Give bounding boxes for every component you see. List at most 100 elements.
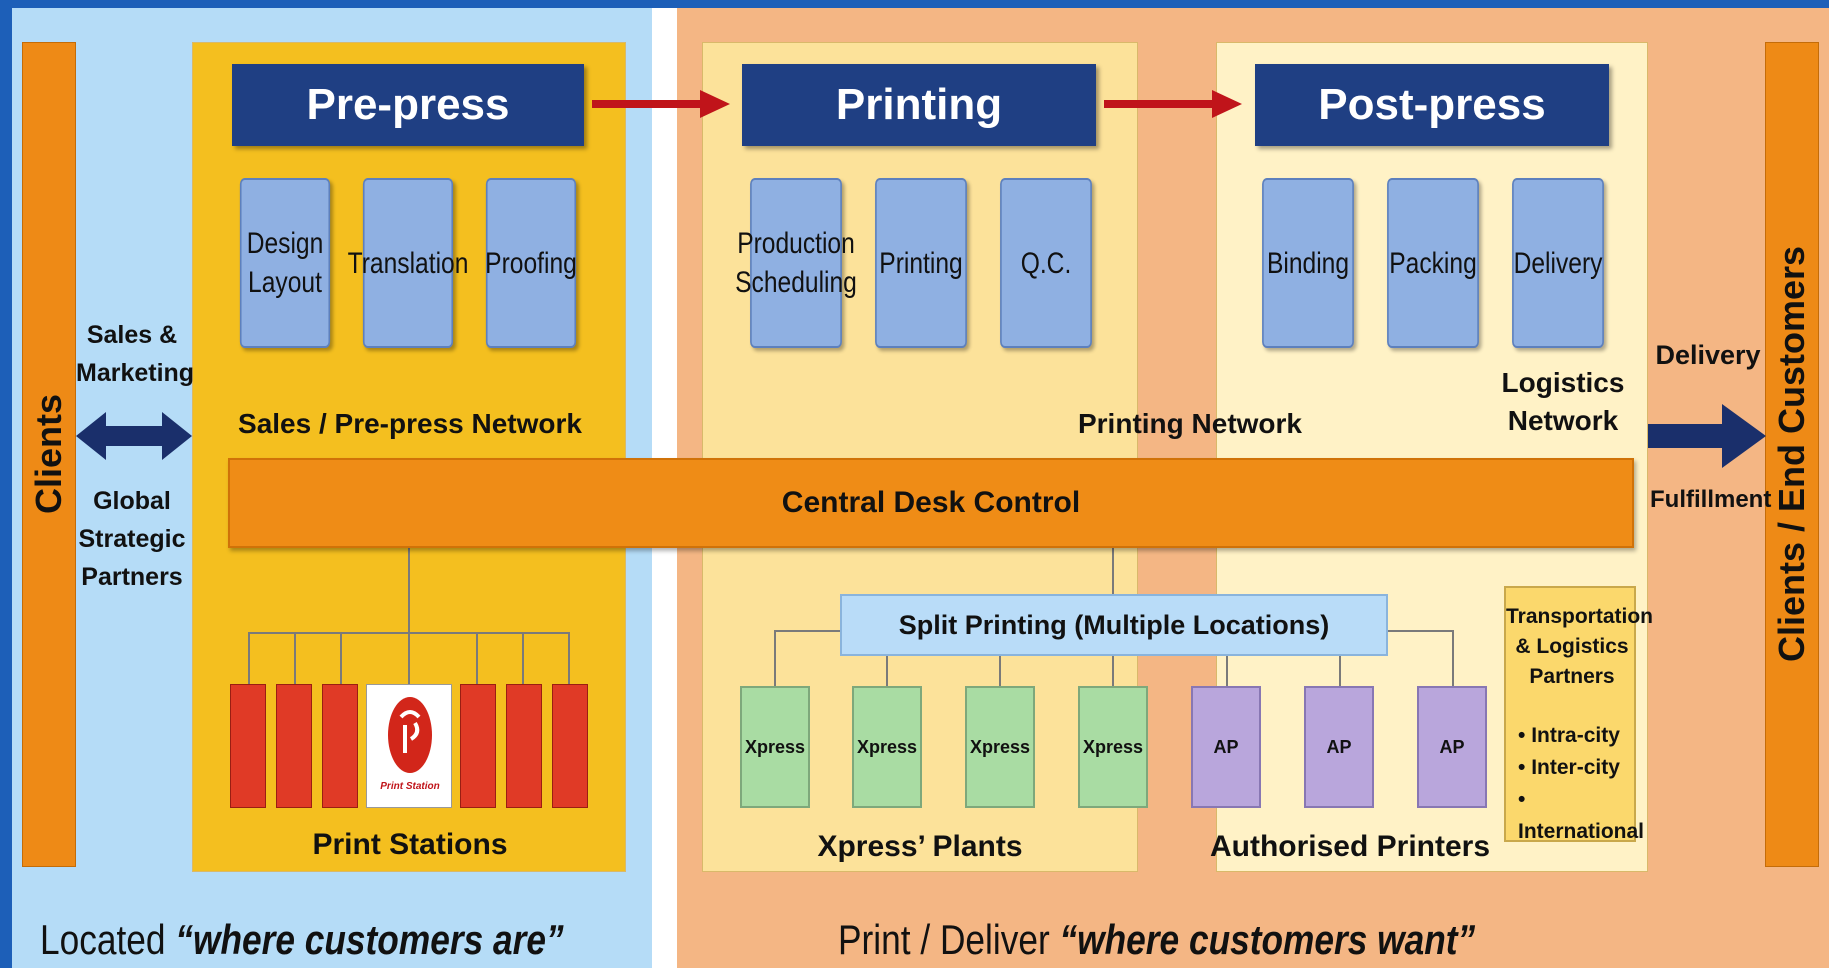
step-line: Design — [246, 227, 324, 260]
authorised-printer-box: AP — [1417, 686, 1487, 808]
logistics-network-label: Logistics Network — [1488, 364, 1638, 440]
label-line: Partners — [81, 563, 183, 591]
connector-line — [248, 632, 250, 684]
connector-line — [886, 656, 888, 686]
transport-bullets: • Intra-city • Inter-city • Internationa… — [1518, 720, 1645, 848]
xpress-plant-box: Xpress — [1078, 686, 1148, 808]
caption-emphasis: “where customers want” — [1059, 916, 1476, 963]
authorised-printer-box: AP — [1304, 686, 1374, 808]
connector-line — [294, 632, 296, 684]
bullet-text: Intra-city — [1531, 724, 1620, 747]
connector-line — [568, 632, 570, 684]
translation-step: Translation — [348, 178, 468, 348]
connector-line — [999, 656, 1001, 686]
authorised-printer-box: AP — [1191, 686, 1261, 808]
connector-line — [408, 632, 410, 684]
clients-bar: Clients — [22, 42, 76, 867]
sales-marketing-label: Sales & Marketing — [76, 316, 195, 392]
xpress-plant-box: Xpress — [740, 686, 810, 808]
binding-step: Binding — [1262, 178, 1354, 348]
packing-step: Packing — [1387, 178, 1479, 348]
connector-line — [1112, 548, 1114, 594]
central-desk-control-bar: Central Desk Control — [228, 458, 1634, 548]
connector-line — [1112, 656, 1114, 686]
connector-line — [1339, 656, 1341, 686]
step-line: Packing — [1389, 246, 1477, 280]
print-station-logo-text: Print Station — [380, 781, 440, 792]
connector-line — [340, 632, 342, 684]
print-station-box — [230, 684, 266, 808]
print-station-box — [460, 684, 496, 808]
right-caption: Print / Deliver “where customers want” — [838, 916, 1475, 964]
step-line: Delivery — [1513, 246, 1603, 280]
transport-title: Transportation & Logistics Partners — [1506, 602, 1654, 692]
step-line: Scheduling — [735, 266, 857, 299]
printing-to-postpress-arrow — [1104, 90, 1242, 118]
prepress-to-printing-arrow — [592, 90, 730, 118]
delivery-label: Delivery — [1655, 340, 1761, 370]
printing-network-label: Printing Network — [1077, 408, 1302, 439]
label-line: Strategic — [78, 525, 186, 553]
delivery-arrow — [1648, 404, 1766, 468]
connector-line — [1452, 630, 1454, 686]
printing-header: Printing — [742, 64, 1096, 146]
delivery-step: Delivery — [1512, 178, 1604, 348]
caption-plain: Print / Deliver — [838, 916, 1060, 963]
split-printing-box: Split Printing (Multiple Locations) — [840, 594, 1388, 656]
print-station-box — [322, 684, 358, 808]
print-station-box — [506, 684, 542, 808]
print-station-box — [552, 684, 588, 808]
print-station-logo-icon — [388, 697, 432, 773]
title-line: Partners — [1529, 665, 1615, 688]
xpress-plant-box: Xpress — [965, 686, 1035, 808]
end-customers-bar: Clients / End Customers — [1765, 42, 1819, 867]
step-line: Binding — [1266, 246, 1350, 280]
fulfillment-label: Fulfillment — [1650, 486, 1772, 513]
title-line: Transportation — [1506, 605, 1654, 628]
step-line: Layout — [248, 266, 322, 299]
proofing-step: Proofing — [485, 178, 577, 348]
caption-emphasis: “where customers are” — [175, 916, 564, 963]
qc-step: Q.C. — [1000, 178, 1092, 348]
step-line: Production — [737, 227, 855, 260]
print-station-box — [276, 684, 312, 808]
postpress-header: Post-press — [1255, 64, 1609, 146]
print-station-logo: Print Station — [366, 684, 452, 808]
bullet-item: • Inter-city — [1518, 756, 1620, 779]
connector-line — [774, 630, 842, 632]
prepress-header: Pre-press — [232, 64, 584, 146]
bullet-text: Inter-city — [1531, 756, 1620, 779]
end-customers-label: Clients / End Customers — [1771, 245, 1812, 662]
label-line: Marketing — [76, 359, 195, 387]
connector-line — [1385, 630, 1453, 632]
connector-line — [774, 630, 776, 686]
step-line: Translation — [347, 246, 469, 280]
caption-plain: Located — [40, 916, 176, 963]
clients-label: Clients — [28, 393, 69, 514]
label-line: Network — [1507, 405, 1619, 436]
label-line: Sales & — [86, 321, 178, 349]
bullet-item: • International — [1518, 788, 1645, 843]
authorised-printers-label: Authorised Printers — [1209, 830, 1491, 863]
xpress-plants-label: Xpress’ Plants — [817, 830, 1023, 863]
prepress-network-label: Sales / Pre-press Network — [238, 408, 582, 439]
connector-line — [408, 548, 410, 632]
step-line: Proofing — [485, 246, 577, 280]
xpress-plant-box: Xpress — [852, 686, 922, 808]
step-line: Q.C. — [1020, 246, 1072, 280]
transport-logistics-box: Transportation & Logistics Partners • In… — [1504, 586, 1654, 843]
connector-line — [476, 632, 478, 684]
bullet-item: • Intra-city — [1518, 724, 1620, 747]
clients-double-arrow — [76, 412, 192, 460]
title-line: & Logistics — [1515, 635, 1629, 658]
flow-arrows — [592, 90, 1242, 118]
left-caption: Located “where customers are” — [40, 916, 564, 964]
global-partners-label: Global Strategic Partners — [76, 482, 188, 596]
connector-line — [1226, 656, 1228, 686]
print-stations-label: Print Stations — [312, 828, 508, 861]
label-line: Global — [93, 487, 171, 515]
bullet-text: International — [1518, 820, 1645, 843]
printing-step: Printing — [875, 178, 967, 348]
